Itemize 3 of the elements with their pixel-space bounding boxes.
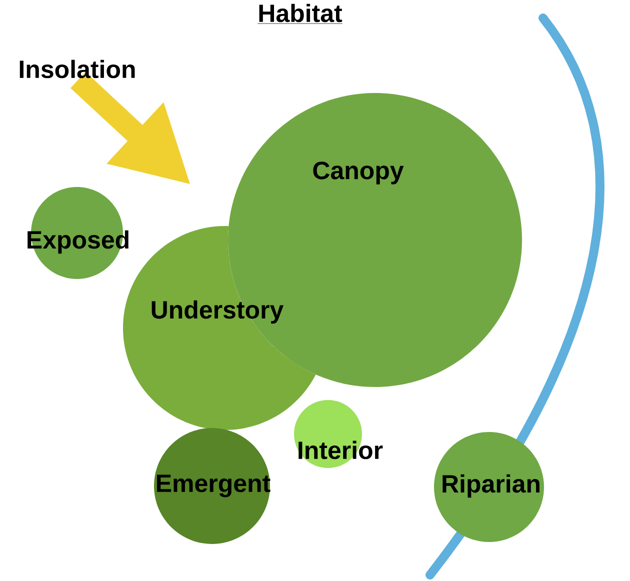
circle-node: Riparian — [434, 432, 544, 542]
title: Habitat — [257, 4, 343, 24]
label: Insolation — [20, 60, 135, 78]
